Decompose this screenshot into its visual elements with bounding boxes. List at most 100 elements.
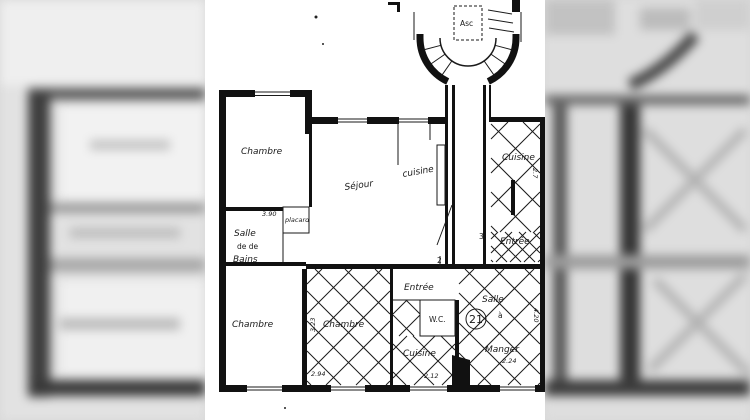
blurred-backdrop-shape <box>70 228 180 238</box>
hatch-line <box>537 382 541 386</box>
hatch-line <box>490 245 508 263</box>
wall <box>540 117 545 392</box>
wall <box>309 134 312 207</box>
unit-number: 21 <box>469 313 483 326</box>
blurred-backdrop-shape <box>50 258 205 272</box>
window <box>331 386 365 391</box>
hatching <box>306 121 541 386</box>
wall <box>302 269 307 385</box>
wall <box>489 85 491 118</box>
wall <box>535 385 545 392</box>
dining-label-line1: Salle <box>482 295 504 305</box>
wc-outline <box>419 299 456 337</box>
hatch-line <box>537 259 541 263</box>
stair-step <box>483 60 495 76</box>
stair-step <box>423 44 442 51</box>
hatch-line <box>458 268 475 285</box>
kitchen-right-label: Cuisine <box>502 153 535 163</box>
wall <box>452 355 470 392</box>
wall <box>445 85 448 265</box>
hatch-line <box>524 268 541 285</box>
hatch-line <box>504 231 536 263</box>
elevator-shaft <box>453 5 483 41</box>
hatch-line <box>464 268 541 345</box>
stair-step <box>488 27 515 33</box>
hatch-line <box>306 290 391 375</box>
hatch-line <box>385 380 391 386</box>
blurred-backdrop-shape <box>28 92 50 397</box>
bathroom-label-line2: de de <box>237 242 259 251</box>
window <box>247 386 282 391</box>
stair-step <box>487 18 514 24</box>
wall <box>219 385 247 392</box>
wall <box>397 2 400 12</box>
hatch-line <box>392 343 435 386</box>
hatch-line <box>458 292 541 375</box>
speck <box>284 407 286 409</box>
blurred-backdrop-shape <box>0 0 205 85</box>
speck <box>314 15 318 19</box>
kitchen-counter <box>436 144 446 206</box>
hatch-line <box>392 335 436 379</box>
unit-number-circle <box>465 308 487 330</box>
floor-plan-drawing: Asc <box>219 0 545 409</box>
hatch-line <box>325 320 391 386</box>
window <box>255 91 290 96</box>
hatch-line <box>344 268 391 315</box>
wc-label: W.C. <box>429 315 446 324</box>
stair-step <box>494 44 513 51</box>
hatch-line <box>314 268 391 345</box>
wall <box>483 85 486 265</box>
wall <box>428 117 448 124</box>
dining-label-line2: à <box>498 311 503 320</box>
blurred-backdrop-shape <box>545 95 750 105</box>
floor-plan-sheet: Asc <box>205 0 545 420</box>
stairwell-wall <box>416 34 450 85</box>
blurred-backdrop-shape <box>28 88 205 100</box>
kitchen-label: Cuisine <box>403 349 436 359</box>
windows <box>247 91 535 391</box>
wall <box>226 207 283 211</box>
dining-dimension: 2.24 <box>502 357 516 365</box>
blurred-backdrop-shape <box>60 318 180 330</box>
hatch-line <box>392 299 408 315</box>
window <box>399 118 428 123</box>
wall <box>367 117 399 124</box>
hatch-line <box>398 314 421 337</box>
living-label: Séjour <box>344 178 375 193</box>
blurred-backdrop-shape <box>545 0 750 420</box>
blurred-backdrop-drawing <box>545 0 750 420</box>
wall <box>219 90 226 392</box>
room-labels: Chambre 3.90 placard Séjour cuisine Cuis… <box>232 147 540 380</box>
stair-core <box>439 37 497 67</box>
closet-label: placard <box>284 216 310 224</box>
hatch-line <box>458 268 505 315</box>
bedroom-left-label: Chambre <box>232 320 274 330</box>
stairwell-wall <box>486 34 520 85</box>
wall <box>455 300 459 385</box>
staircase: Asc <box>388 0 522 85</box>
wall <box>306 264 545 269</box>
blurred-backdrop-shape <box>620 105 640 395</box>
hatch-line <box>490 123 541 174</box>
blurred-backdrop-shape <box>90 140 170 150</box>
wall <box>226 262 306 266</box>
interior-lines <box>282 124 487 337</box>
blurred-backdrop-shape <box>695 0 750 30</box>
blurred-backdrop-shape <box>28 380 205 396</box>
blurred-backdrop-shape <box>627 31 700 91</box>
blurred-backdrop-shape <box>553 95 567 395</box>
wall <box>365 385 410 392</box>
hatch-line <box>490 157 541 208</box>
wall <box>447 385 500 392</box>
wall <box>290 90 312 97</box>
wall <box>489 117 545 122</box>
stair-step <box>490 53 506 65</box>
hatch-line <box>495 231 527 263</box>
wall <box>282 385 331 392</box>
hatch-line <box>494 268 541 315</box>
hatch-line <box>392 371 407 386</box>
hatch-line <box>490 259 494 263</box>
window <box>338 118 367 123</box>
hatch-line <box>490 231 513 254</box>
